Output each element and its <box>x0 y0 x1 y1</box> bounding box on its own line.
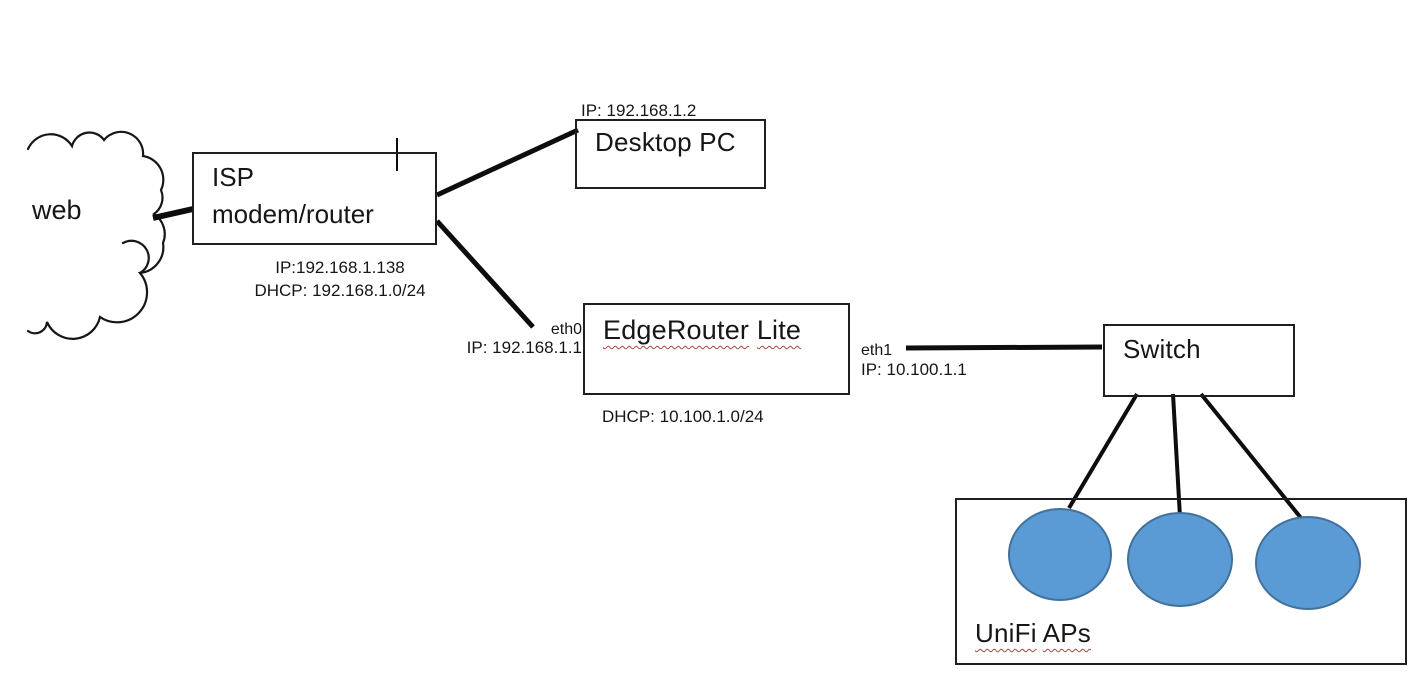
desktop-pc-box: Desktop PC <box>575 119 766 189</box>
edgerouter-title: EdgeRouter Lite <box>585 305 848 346</box>
edgerouter-box: EdgeRouter Lite <box>583 303 850 395</box>
unifi-ap-circle-1 <box>1008 508 1112 601</box>
link-switch-ap3 <box>1199 392 1303 520</box>
edgerouter-title-word2: Lite <box>756 315 802 345</box>
unifi-title-word2: APs <box>1042 618 1091 648</box>
eth0-port-label: eth0 <box>550 321 582 338</box>
web-label: web <box>32 195 82 225</box>
unifi-ap-circle-2 <box>1127 512 1233 607</box>
isp-dhcp-label: DHCP: 192.168.1.0/24 <box>254 280 426 300</box>
desktop-ip-label: IP: 192.168.1.2 <box>581 101 697 120</box>
isp-title-line2: modem/router <box>212 199 374 229</box>
isp-ip-dhcp-label: IP:192.168.1.138 DHCP: 192.168.1.0/24 <box>240 257 440 302</box>
edgerouter-dhcp-label: DHCP: 10.100.1.0/24 <box>602 407 764 426</box>
unifi-title-word1: UniFi <box>975 618 1037 648</box>
isp-title-line1: ISP <box>212 162 254 192</box>
eth0-ip-label: IP: 192.168.1.1 <box>466 337 582 357</box>
switch-title: Switch <box>1123 334 1201 364</box>
link-isp-desktop <box>435 127 580 198</box>
link-web-isp <box>152 206 194 221</box>
cloud-inner-curl <box>121 239 150 275</box>
eth1-port-label: eth1 <box>861 342 893 359</box>
link-switch-ap2 <box>1171 393 1182 518</box>
link-switch-ap1 <box>1067 392 1139 510</box>
link-isp-edgerouter <box>435 219 535 329</box>
eth1-ip-label: IP: 10.100.1.1 <box>861 359 967 379</box>
link-edgerouter-switch <box>905 344 1103 351</box>
unifi-ap-circle-3 <box>1255 516 1361 610</box>
isp-ip-label: IP:192.168.1.138 <box>275 258 405 277</box>
switch-box: Switch <box>1103 324 1295 397</box>
unifi-aps-box: UniFi APs <box>955 498 1407 665</box>
eth1-label-block: eth1 IP: 10.100.1.1 <box>861 342 967 379</box>
eth0-label-block: eth0 IP: 192.168.1.1 <box>450 321 582 356</box>
unifi-aps-title: UniFi APs <box>975 618 1091 649</box>
isp-router-box: ISP modem/router <box>192 152 437 245</box>
desktop-pc-title: Desktop PC <box>595 127 736 157</box>
edgerouter-title-word1: EdgeRouter <box>603 315 750 345</box>
web-cloud-icon <box>26 130 166 340</box>
